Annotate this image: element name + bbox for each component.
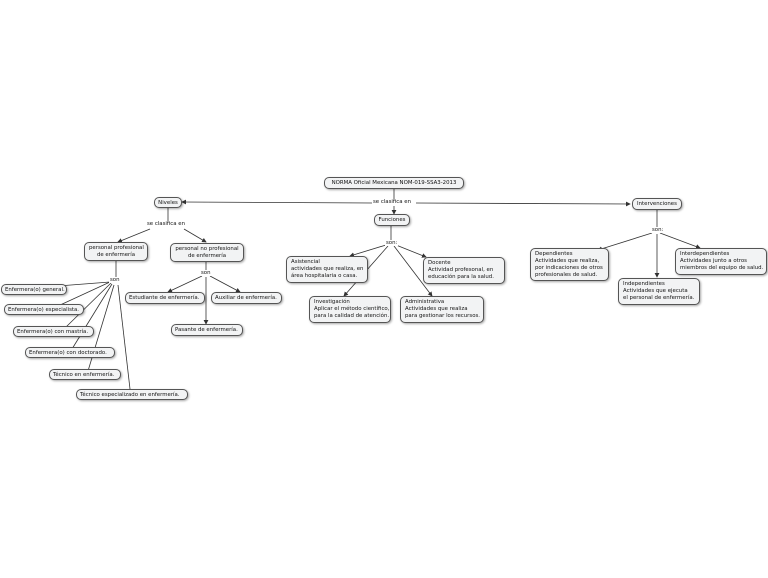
docente-title: Docente <box>428 260 451 266</box>
tecnico-enfermeria-node[interactable]: Técnico en enfermería. <box>49 369 121 380</box>
interdependientes-title: Interdependientes <box>680 251 730 257</box>
personal-profesional-line2: de enfermería <box>96 252 136 258</box>
investigacion-title: Investigación <box>314 299 350 305</box>
niveles-title: Niveles <box>158 199 178 206</box>
administrativa-title: Administrativa <box>405 299 445 305</box>
asistencial-node[interactable]: Asistencial actividades que realiza, en … <box>286 256 368 283</box>
dependientes-line3: profesionales de salud. <box>535 272 598 278</box>
pasante-enfermeria-node[interactable]: Pasante de enfermería. <box>171 324 243 336</box>
root-title: NORMA Oficial Mexicana NOM-019-SSA3-2013 <box>331 180 457 186</box>
administrativa-line2: para gestionar los recursos. <box>405 313 481 319</box>
asistencial-line1: actividades que realiza, en <box>291 266 364 272</box>
interdependientes-node[interactable]: Interdependientes Actividades junto a ot… <box>675 248 767 275</box>
docente-line2: educación para la salud. <box>428 274 494 280</box>
enfermera-especialista-label: Enfermera(o) especialista. <box>8 306 80 313</box>
intervenciones-link-label: son: <box>651 227 665 233</box>
administrativa-node[interactable]: Administrativa Actividades que realiza p… <box>400 296 484 323</box>
funciones-node[interactable]: Funciones <box>374 214 410 226</box>
investigacion-node[interactable]: Investigación Aplicar el método científi… <box>309 296 391 323</box>
profesional-link-label: son <box>109 277 121 283</box>
enfermera-maestria-node[interactable]: Enfermera(o) con mastría. <box>13 326 94 337</box>
enfermera-especialista-node[interactable]: Enfermera(o) especialista. <box>4 304 84 315</box>
root-node[interactable]: NORMA Oficial Mexicana NOM-019-SSA3-2013 <box>324 177 464 189</box>
estudiante-enfermeria-label: Estudiante de enfermería. <box>129 295 200 301</box>
interdependientes-line1: Actividades junto a otros <box>680 258 747 264</box>
auxiliar-enfermeria-node[interactable]: Auxiliar de enfermería. <box>211 292 282 304</box>
dependientes-line2: por indicaciones de otros <box>535 265 603 271</box>
enfermera-doctorado-label: Enfermera(o) con doctorado. <box>29 349 107 356</box>
intervenciones-title: Intervenciones <box>637 201 677 207</box>
root-link-label: se clasifica en <box>372 199 413 205</box>
docente-line1: Actividad profesonal, en <box>428 267 494 273</box>
funciones-title: Funciones <box>378 217 406 223</box>
personal-no-profesional-node[interactable]: personal no profesional de enfermería <box>170 243 244 262</box>
independientes-title: Independientes <box>623 281 665 287</box>
niveles-node[interactable]: Niveles <box>154 197 182 208</box>
asistencial-line2: área hospitalaria o casa. <box>291 273 358 279</box>
enfermera-general-label: Enfermera(o) general. <box>5 286 65 293</box>
estudiante-enfermeria-node[interactable]: Estudiante de enfermería. <box>125 292 205 304</box>
independientes-node[interactable]: Independientes Actividades que ejecuta e… <box>618 278 700 305</box>
no-profesional-link-label: son <box>200 270 212 276</box>
personal-no-profesional-line2: de enfermería <box>187 253 227 259</box>
tecnico-especializado-label: Técnico especializado en enfermería. <box>80 391 180 398</box>
investigacion-line1: Aplicar el método científico, <box>314 306 390 312</box>
personal-no-profesional-line1: personal no profesional <box>175 246 239 252</box>
dependientes-line1: Actividades que realiza, <box>535 258 600 264</box>
personal-profesional-line1: personal profesional <box>89 245 144 251</box>
funciones-link-label: son: <box>385 240 399 246</box>
niveles-link-label: se clasifica en <box>146 221 187 227</box>
personal-profesional-node[interactable]: personal profesional de enfermería <box>84 242 148 261</box>
enfermera-doctorado-node[interactable]: Enfermera(o) con doctorado. <box>25 347 115 358</box>
tecnico-especializado-node[interactable]: Técnico especializado en enfermería. <box>76 389 188 400</box>
independientes-line2: el personal de enfermería. <box>623 295 695 301</box>
enfermera-general-node[interactable]: Enfermera(o) general. <box>1 284 67 295</box>
auxiliar-enfermeria-label: Auxiliar de enfermería. <box>215 295 277 301</box>
enfermera-maestria-label: Enfermera(o) con mastría. <box>17 328 89 335</box>
independientes-line1: Actividades que ejecuta <box>623 288 688 294</box>
pasante-enfermeria-label: Pasante de enfermería. <box>175 327 238 333</box>
asistencial-title: Asistencial <box>291 259 320 265</box>
dependientes-node[interactable]: Dependientes Actividades que realiza, po… <box>530 248 609 281</box>
tecnico-enfermeria-label: Técnico en enfermería. <box>53 371 115 378</box>
dependientes-title: Dependientes <box>535 251 573 257</box>
docente-node[interactable]: Docente Actividad profesonal, en educaci… <box>423 257 505 284</box>
administrativa-line1: Actividades que realiza <box>405 306 468 312</box>
intervenciones-node[interactable]: Intervenciones <box>632 198 682 210</box>
interdependientes-line2: miembros del equipo de salud. <box>680 265 764 271</box>
investigacion-line2: para la calidad de atención. <box>314 313 390 319</box>
